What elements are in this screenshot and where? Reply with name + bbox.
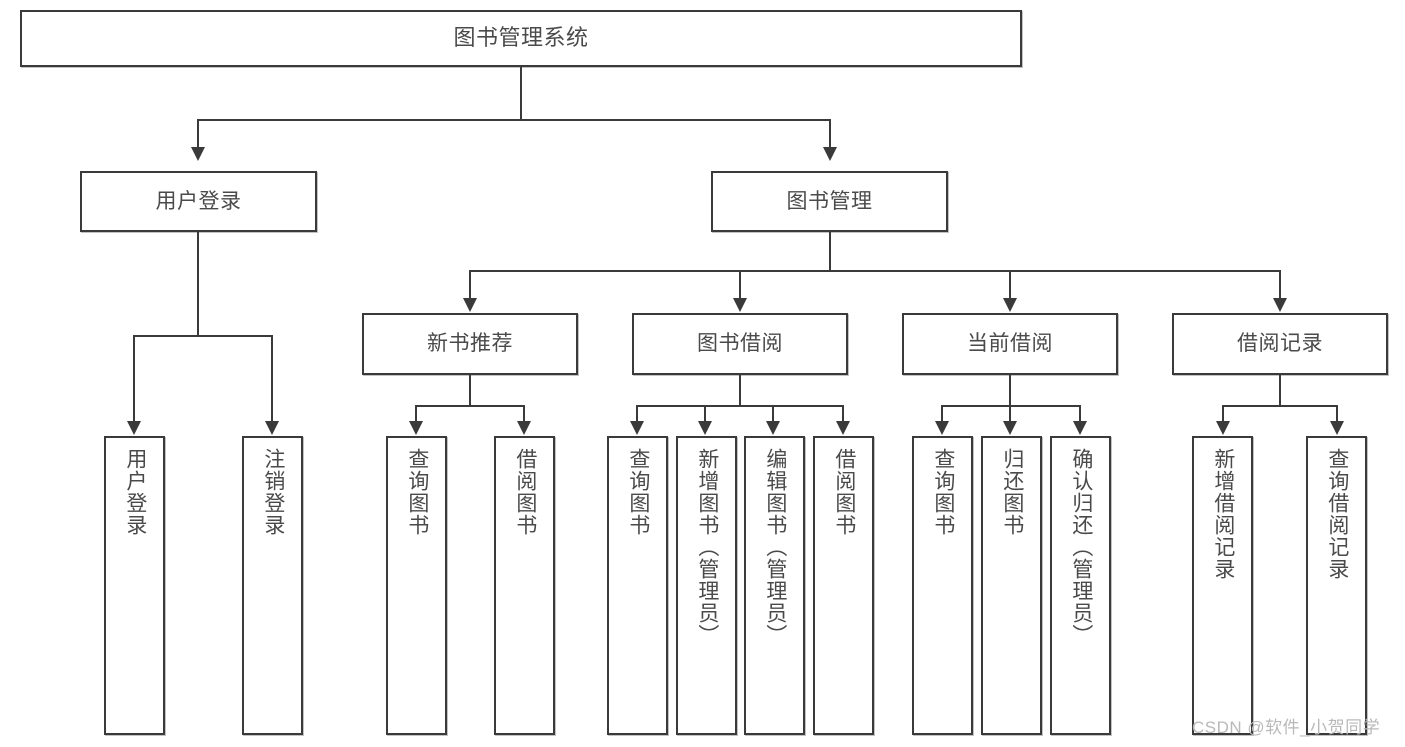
connector-root-stem xyxy=(520,67,522,119)
arrow-borrow-record-leaf-1 xyxy=(1216,421,1230,435)
leaf-new-book-borrow-book[interactable]: 借阅图书 xyxy=(494,436,555,735)
leaf-borrow-record-add-record[interactable]: 新增借阅记录 xyxy=(1192,436,1253,735)
node-label: 注销登录 xyxy=(261,448,285,536)
connector-book-mgmt-to-borrow-record xyxy=(1279,270,1281,300)
node-label: 确认归还（管理员） xyxy=(1069,448,1093,646)
node-label: 新增借阅记录 xyxy=(1211,448,1235,580)
arrow-book-mgmt-to-book-borrow xyxy=(733,298,747,312)
node-label: 借阅记录 xyxy=(1237,332,1323,356)
node-label: 借阅图书 xyxy=(513,448,537,536)
connector-book-mgmt-bar xyxy=(469,270,1281,272)
arrow-new-book-leaf-2 xyxy=(517,421,531,435)
connector-book-mgmt-stem xyxy=(829,232,831,270)
connector-borrow-record-leaf-1 xyxy=(1222,405,1224,423)
connector-borrow-record-bar xyxy=(1222,405,1338,407)
node-book-management[interactable]: 图书管理 xyxy=(711,171,948,232)
connector-book-mgmt-to-new-book xyxy=(469,270,471,300)
connector-borrow-record-stem xyxy=(1279,375,1281,405)
node-current-borrow[interactable]: 当前借阅 xyxy=(902,313,1118,375)
connector-book-borrow-stem xyxy=(739,375,741,405)
leaf-current-borrow-confirm-return[interactable]: 确认归还（管理员） xyxy=(1050,436,1111,735)
node-label: 归还图书 xyxy=(1000,448,1024,536)
connector-user-login-leaf-1 xyxy=(133,335,135,423)
connector-root-to-book-mgmt xyxy=(829,119,831,149)
connector-current-borrow-stem xyxy=(1009,375,1011,405)
arrow-root-to-user-login xyxy=(191,147,205,161)
connector-current-borrow-leaf-1 xyxy=(941,405,943,423)
connector-user-login-bar xyxy=(133,335,272,337)
connector-new-book-bar xyxy=(415,405,525,407)
leaf-current-borrow-return-book[interactable]: 归还图书 xyxy=(981,436,1042,735)
connector-book-mgmt-to-book-borrow xyxy=(739,270,741,300)
arrow-book-borrow-leaf-4 xyxy=(836,421,850,435)
connector-root-bar xyxy=(197,119,831,121)
node-label: 当前借阅 xyxy=(967,332,1053,356)
node-root-system[interactable]: 图书管理系统 xyxy=(20,10,1022,67)
arrow-user-login-leaf-2 xyxy=(265,421,279,435)
leaf-book-borrow-edit-book[interactable]: 编辑图书（管理员） xyxy=(744,436,805,735)
arrow-user-login-leaf-1 xyxy=(127,421,141,435)
connector-current-borrow-leaf-2 xyxy=(1009,405,1011,423)
node-label: 新增图书（管理员） xyxy=(695,448,719,646)
arrow-book-mgmt-to-borrow-record xyxy=(1273,298,1287,312)
csdn-watermark: CSDN @软件_小贺同学 xyxy=(1192,718,1381,737)
connector-book-borrow-leaf-4 xyxy=(842,405,844,423)
connector-user-login-leaf-2 xyxy=(271,335,273,423)
arrow-root-to-book-mgmt xyxy=(823,147,837,161)
connector-root-to-user-login xyxy=(197,119,199,149)
leaf-book-borrow-borrow-book[interactable]: 借阅图书 xyxy=(813,436,874,735)
node-label: 查询图书 xyxy=(626,448,650,536)
node-label: 查询图书 xyxy=(931,448,955,536)
node-label: 图书管理 xyxy=(786,189,873,213)
node-label: 用户登录 xyxy=(123,448,147,536)
leaf-book-borrow-add-book[interactable]: 新增图书（管理员） xyxy=(676,436,737,735)
node-label: 编辑图书（管理员） xyxy=(763,448,787,646)
node-new-book-recommend[interactable]: 新书推荐 xyxy=(362,313,578,375)
node-label: 新书推荐 xyxy=(427,332,513,356)
arrow-book-borrow-leaf-3 xyxy=(766,421,780,435)
node-user-login[interactable]: 用户登录 xyxy=(80,171,317,232)
leaf-user-login[interactable]: 用户登录 xyxy=(104,436,165,735)
node-borrow-record[interactable]: 借阅记录 xyxy=(1172,313,1388,375)
arrow-current-borrow-leaf-3 xyxy=(1073,421,1087,435)
arrow-current-borrow-leaf-1 xyxy=(935,421,949,435)
connector-book-borrow-leaf-1 xyxy=(636,405,638,423)
connector-current-borrow-bar xyxy=(941,405,1081,407)
leaf-current-borrow-query-book[interactable]: 查询图书 xyxy=(912,436,973,735)
node-book-borrow[interactable]: 图书借阅 xyxy=(632,313,848,375)
connector-new-book-leaf-1 xyxy=(415,405,417,423)
leaf-book-borrow-query-book[interactable]: 查询图书 xyxy=(607,436,668,735)
arrow-book-borrow-leaf-1 xyxy=(630,421,644,435)
node-label: 图书管理系统 xyxy=(453,25,589,51)
connector-book-borrow-leaf-3 xyxy=(772,405,774,423)
connector-new-book-stem xyxy=(469,375,471,405)
arrow-current-borrow-leaf-2 xyxy=(1003,421,1017,435)
connector-book-mgmt-to-current-borrow xyxy=(1009,270,1011,300)
connector-book-borrow-bar xyxy=(636,405,844,407)
node-label: 用户登录 xyxy=(155,189,242,213)
connector-borrow-record-leaf-2 xyxy=(1336,405,1338,423)
arrow-book-mgmt-to-current-borrow xyxy=(1003,298,1017,312)
node-label: 借阅图书 xyxy=(832,448,856,536)
arrow-book-mgmt-to-new-book xyxy=(463,298,477,312)
arrow-book-borrow-leaf-2 xyxy=(698,421,712,435)
node-label: 图书借阅 xyxy=(697,332,783,356)
leaf-borrow-record-query-record[interactable]: 查询借阅记录 xyxy=(1306,436,1367,735)
node-label: 查询借阅记录 xyxy=(1325,448,1349,580)
connector-book-borrow-leaf-2 xyxy=(704,405,706,423)
leaf-logout[interactable]: 注销登录 xyxy=(242,436,303,735)
leaf-new-book-query-book[interactable]: 查询图书 xyxy=(386,436,447,735)
arrow-new-book-leaf-1 xyxy=(409,421,423,435)
node-label: 查询图书 xyxy=(405,448,429,536)
connector-current-borrow-leaf-3 xyxy=(1079,405,1081,423)
connector-new-book-leaf-2 xyxy=(523,405,525,423)
arrow-borrow-record-leaf-2 xyxy=(1330,421,1344,435)
connector-user-login-stem xyxy=(197,232,199,335)
